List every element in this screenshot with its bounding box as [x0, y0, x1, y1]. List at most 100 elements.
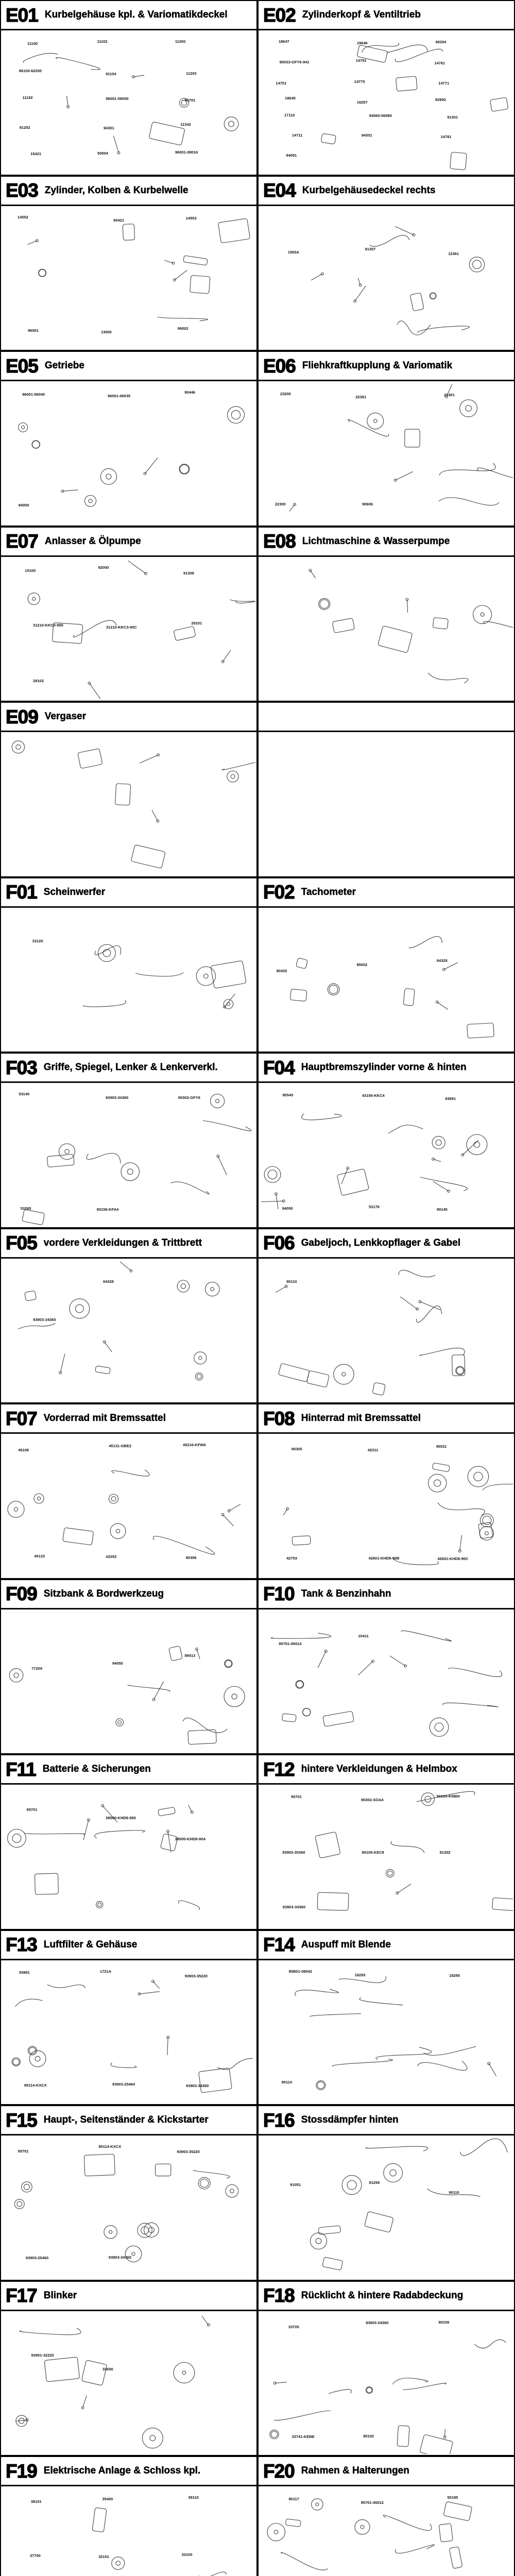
- part-number-label: 38101: [30, 2499, 42, 2504]
- cell-code: E03: [5, 180, 39, 201]
- part-number-label: 31210-KKC3-900: [33, 622, 63, 628]
- cell-F01[interactable]: F01 Scheinwerfer 33120: [0, 877, 258, 1053]
- part-number-label: 50504: [97, 151, 108, 156]
- part-number-label: 94301: [361, 133, 372, 138]
- exploded-view-drawing: [7, 1469, 241, 1555]
- part-number-label: 23200: [280, 391, 291, 396]
- part-number-label: 96002: [177, 326, 188, 331]
- part-number-label: 95002: [356, 962, 368, 967]
- parts-diagram: 3810135400381103770032101331003601030700: [2, 2488, 255, 2576]
- part-number-label: 38500-KHD8-900: [106, 1816, 136, 1821]
- cell-title: vordere Verkleidungen & Trittbrett: [43, 1237, 202, 1248]
- cell-code: F10: [263, 1583, 295, 1604]
- part-number-label: 53140: [19, 1092, 30, 1097]
- cell-title: Hinterrad mit Bremssattel: [301, 1413, 421, 1424]
- part-number-label: 92900: [435, 97, 446, 103]
- part-number-label: 89013: [184, 1653, 196, 1658]
- cell-E06[interactable]: E06 Fliehkraftkupplung & Variomatik 2320…: [258, 351, 515, 527]
- part-number-label: 95701: [26, 1807, 38, 1812]
- cell-code: E07: [5, 531, 39, 552]
- cell-header: E07 Anlasser & Ölpumpe: [1, 527, 256, 557]
- cell-F15[interactable]: F15 Haupt-, Seitenständer & Kickstarter …: [0, 2105, 258, 2281]
- part-number-label: 94050: [112, 1661, 123, 1666]
- cell-F19[interactable]: F19 Elektrische Anlage & Schloss kpl. 38…: [0, 2456, 258, 2576]
- cell-header: F02 Tachometer: [259, 878, 514, 908]
- part-number-label: 17110: [284, 112, 295, 117]
- exploded-view-drawing: [315, 1791, 513, 1911]
- cell-F06[interactable]: F06 Gabeljoch, Lenkkopflager & Gabel 901…: [258, 1228, 515, 1403]
- exploded-view-drawing: [22, 1094, 252, 1225]
- part-number-label: 38500-KHD8-90A: [175, 1837, 206, 1842]
- cell-header: E05 Getriebe: [1, 352, 256, 381]
- part-number-label: 11192: [22, 95, 33, 100]
- cell-F12[interactable]: F12 hintere Verkleidungen & Helmbox 9570…: [258, 1754, 515, 1930]
- exploded-view-drawing: [289, 384, 513, 512]
- cell-header: F12 hintere Verkleidungen & Helmbox: [259, 1755, 514, 1785]
- part-number-label: 18293: [354, 1972, 366, 1977]
- cell-title: Lichtmaschine & Wasserpumpe: [302, 535, 450, 547]
- cell-F18[interactable]: F18 Rücklicht & hintere Radabdeckung 337…: [258, 2280, 515, 2456]
- part-number-label: 33705: [288, 2325, 299, 2329]
- part-number-label: 90110: [286, 1279, 297, 1284]
- part-number-label: 90117: [288, 2496, 299, 2501]
- part-number-label: 53265: [20, 1206, 31, 1211]
- cell-title: Batterie & Sicherungen: [42, 1764, 151, 1775]
- part-number-label: 80102: [363, 2433, 374, 2438]
- part-number-label: 91051: [290, 2182, 301, 2188]
- part-number-label: 95701-06014: [279, 1641, 302, 1646]
- part-number-label: 14771: [438, 80, 450, 86]
- exploded-view-drawing: [283, 1463, 513, 1565]
- cell-F05[interactable]: F05 vordere Verkleidungen & Trittbrett 9…: [0, 1228, 258, 1403]
- cell-E03[interactable]: E03 Zylinder, Kolben & Kurbelwelle 14552…: [0, 175, 258, 351]
- part-number-label: 90105-KNBN: [436, 1794, 460, 1799]
- part-number-label: 90545: [282, 1092, 294, 1097]
- cell-header: E03 Zylinder, Kolben & Kurbelwelle: [1, 176, 256, 206]
- part-number-label: 94060-06080: [369, 113, 392, 118]
- cell-E09[interactable]: E09 Vergaser: [0, 702, 258, 877]
- part-number-label: 32101: [98, 2554, 109, 2560]
- part-number-label: 93891: [445, 1096, 456, 1101]
- part-number-label: 15100: [25, 568, 36, 573]
- part-number-label: 90110: [449, 2190, 459, 2195]
- cell-header: F03 Griffe, Spiegel, Lenker & Lenkerverk…: [1, 1054, 256, 1083]
- cell-title: Blinker: [43, 2290, 77, 2301]
- cell-title: Vergaser: [44, 711, 87, 722]
- cell-E08[interactable]: E08 Lichtmaschine & Wasserpumpe: [258, 526, 515, 702]
- cell-header: F05 vordere Verkleidungen & Trittbrett: [1, 1229, 256, 1259]
- cell-blank: [258, 702, 515, 877]
- cell-E01[interactable]: E01 Kurbelgehäuse kpl. & Variomatikdecke…: [0, 0, 258, 176]
- cell-F03[interactable]: F03 Griffe, Spiegel, Lenker & Lenkerverk…: [0, 1053, 258, 1228]
- cell-code: E06: [263, 355, 296, 377]
- part-number-label: 90302-SOA4: [360, 1797, 384, 1802]
- part-number-label: 33100: [181, 2552, 193, 2557]
- exploded-view-drawing: [7, 1804, 200, 1910]
- cell-F04[interactable]: F04 Hauptbremszylinder vorne & hinten 90…: [258, 1053, 515, 1228]
- part-number-label: 33741-KEBE: [291, 2434, 315, 2439]
- part-number-label: 14761: [434, 60, 445, 65]
- part-number-label: 28102: [33, 678, 44, 683]
